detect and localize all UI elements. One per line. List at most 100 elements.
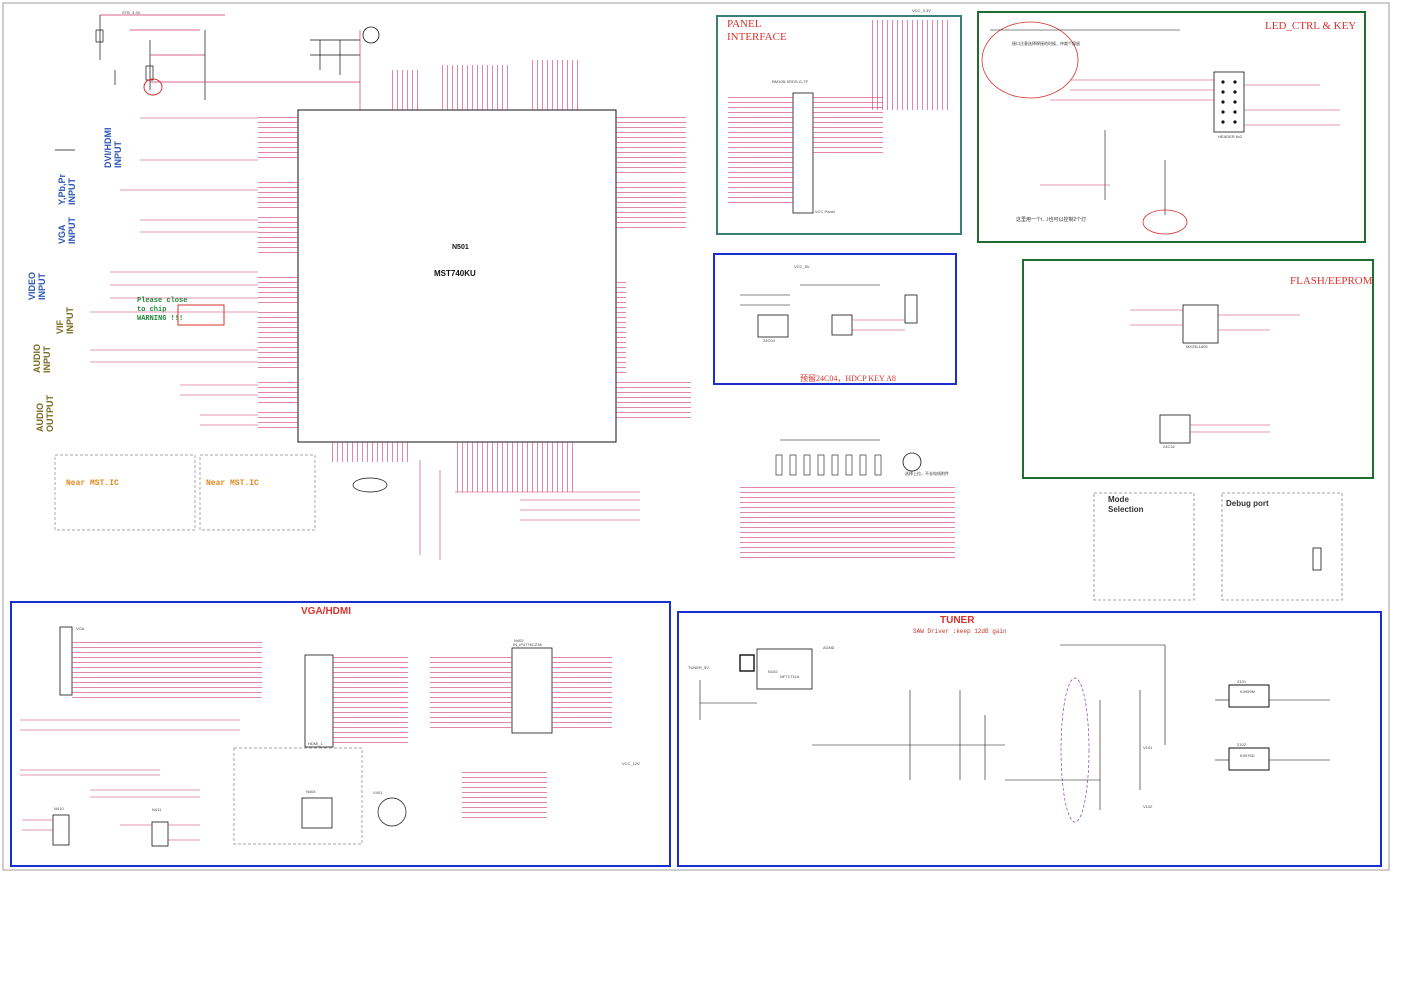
header-pins xyxy=(1221,80,1237,124)
main-ic-left-pins-5 xyxy=(258,310,298,370)
mode-selection-title: Mode Selection xyxy=(1108,495,1144,514)
panel-connector-label: BM10B-SRDS-G-TF xyxy=(772,79,809,84)
led-ctrl-key-box xyxy=(977,11,1366,243)
panel-interface-title: PANEL INTERFACE xyxy=(727,18,787,43)
tuner-part-label: NFT1T11A xyxy=(780,674,800,679)
mid-resistor-bank xyxy=(775,439,882,476)
vga-hdmi-title: VGA/HDMI xyxy=(301,606,351,617)
highlight-ellipse-standby xyxy=(143,78,163,96)
hdmi-switch-ic xyxy=(511,647,553,734)
main-ic-left-pins-6 xyxy=(258,380,298,405)
flash-eeprom-box xyxy=(1022,259,1374,479)
z102-ref: Z102 xyxy=(1237,742,1247,747)
hdmi-ellipse xyxy=(377,797,407,827)
panel-connector xyxy=(792,92,814,214)
video-input-label: VIDEO INPUT xyxy=(27,271,47,300)
flash-eeprom-title: FLASH/EEPROM xyxy=(1290,275,1373,287)
main-ic-ref: N501 xyxy=(452,244,469,251)
v101-ref: V101 xyxy=(1143,745,1153,750)
hdmi-wires xyxy=(333,655,408,747)
led-wiring xyxy=(990,29,1340,215)
led-note: 这里用一个i…I也可以控制2个灯 xyxy=(1016,217,1087,223)
n404-ref: N404 xyxy=(306,789,316,794)
audio-input-label: AUDIO INPUT xyxy=(32,344,52,373)
n102-ref: N102 xyxy=(768,669,778,674)
eeprom-ic xyxy=(1159,414,1191,444)
led-ctrl-key-title: LED_CTRL & KEY xyxy=(1265,20,1357,32)
tuner-rf-connector xyxy=(739,654,755,672)
hdcp-ic2 xyxy=(831,314,853,336)
inductor-ellipse xyxy=(352,477,388,493)
main-ic-left-pins-1 xyxy=(258,117,298,162)
debug-conn xyxy=(1312,547,1322,571)
sheet-border xyxy=(2,2,1390,871)
panel-wires-left xyxy=(728,96,793,206)
tuner-box xyxy=(677,611,1382,867)
main-ic-part: MST740KU xyxy=(434,269,476,278)
misc-bottom-wiring xyxy=(419,460,640,560)
panel-interface-box xyxy=(716,15,962,235)
vcc5-label: VCC_5V xyxy=(794,264,810,269)
vga-connector xyxy=(59,626,73,696)
usb-note: 接口注意选择焊接的时候，仲裁个保留 xyxy=(1012,41,1080,46)
main-ic-left-pins-4 xyxy=(258,275,298,305)
near-mst-note-2: Near MST.IC xyxy=(206,479,259,488)
vga-conn-label: VGA xyxy=(76,626,85,631)
tuner-ellipse xyxy=(1060,677,1090,823)
eeprom-flash-label: 24C32 xyxy=(1163,444,1175,449)
input-wiring xyxy=(90,117,258,426)
near-mst-box-2 xyxy=(199,454,316,531)
saw-filter-2 xyxy=(1228,747,1270,771)
hdmi-conn-body xyxy=(304,654,334,748)
header-6x2 xyxy=(1213,71,1245,133)
saw1-label: K3959M xyxy=(1240,689,1255,694)
hdcp-box xyxy=(713,253,957,385)
vga-input-label: VGA INPUT xyxy=(57,217,77,244)
main-ic-right-pins-2 xyxy=(616,180,686,230)
n410-ic xyxy=(52,814,70,846)
main-ic-right-pins-1 xyxy=(616,117,686,177)
hdcp-title: 预留24C04，HDCP KEY A8 xyxy=(800,374,896,383)
close-to-chip-box xyxy=(177,304,225,326)
main-ic-top-pins-3 xyxy=(530,60,580,110)
main-ic-bottom-pins-1 xyxy=(330,442,410,462)
vif-input-label: VIF INPUT xyxy=(55,307,75,334)
n411-ic xyxy=(151,821,169,847)
close-to-chip-note: Please close to chip WARNING !!! xyxy=(137,297,188,323)
vga-lower-wiring xyxy=(20,719,240,841)
vcc-panel-label: VCC Panel xyxy=(815,209,835,214)
hdcp-eeprom-label: 24C04 xyxy=(763,338,775,343)
saw2-label: K9576D xyxy=(1240,753,1255,758)
hdcp-wiring xyxy=(740,284,905,331)
key-note: 选择上拉，不去电线附件 xyxy=(905,471,949,476)
near-mst-note-1: Near MST.IC xyxy=(66,479,119,488)
main-ic-left-pins-3 xyxy=(258,215,298,255)
z101-ref: Z101 xyxy=(1237,679,1247,684)
main-ic-left-pins-2 xyxy=(258,180,298,210)
tuner5-label: TUNER_5V xyxy=(688,665,709,670)
hdmi-switch-left xyxy=(430,655,512,730)
flash-wiring xyxy=(1130,309,1300,433)
debug-port-title: Debug port xyxy=(1226,499,1269,508)
v401-ref: V401 xyxy=(373,790,383,795)
hdcp-ic xyxy=(757,314,789,338)
hdmi-switch-right xyxy=(552,655,612,730)
mode-selection-box xyxy=(1093,492,1195,601)
main-ic-top-pins-1 xyxy=(390,70,420,110)
crystal xyxy=(362,26,380,44)
crystal-caps xyxy=(310,30,361,110)
n410-ref: N410 xyxy=(54,806,64,811)
header-label: HEADER 6x2 xyxy=(1218,134,1243,139)
hdmi-ddc-wires xyxy=(462,770,547,818)
saw-filter-1 xyxy=(1228,684,1270,708)
tuner-module xyxy=(756,648,813,690)
ypbpr-input-label: Y,Pb,Pr INPUT xyxy=(57,173,77,205)
vga-wires xyxy=(72,640,262,700)
n411-ref: N411 xyxy=(152,807,162,812)
hdmi-5v-ic xyxy=(301,797,333,829)
vcc33-label-1: VCC_3.3V xyxy=(912,8,931,13)
key-transistor xyxy=(902,452,922,472)
tuner-title: TUNER xyxy=(940,615,975,626)
mid-signal-wires xyxy=(740,485,955,560)
